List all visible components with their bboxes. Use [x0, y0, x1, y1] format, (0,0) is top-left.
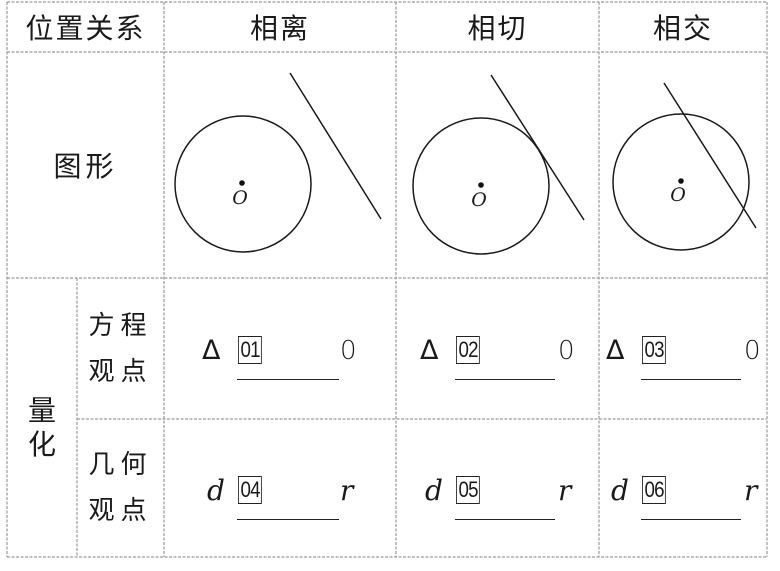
delta-symbol: Δ	[606, 335, 625, 366]
sublabel-equation-line-1: 方程	[88, 310, 153, 341]
row-label-figure: 图形	[7, 52, 164, 278]
answer-blank-02[interactable]: 02	[456, 336, 481, 364]
delta-symbol: Δ	[202, 335, 221, 366]
equation-expr-intersect: Δ 03 0	[606, 333, 766, 380]
sublabel-geometry-view: 几何 观点	[77, 419, 164, 557]
center-point	[678, 178, 684, 184]
center-label: O	[670, 184, 686, 206]
sublabel-geometry-line-2: 观点	[88, 496, 153, 526]
answer-blank-05[interactable]: 05	[456, 476, 481, 504]
header-position-relation-label: 位置关系	[25, 12, 146, 45]
distance-symbol: d	[207, 474, 225, 507]
diagram-line-tangent: O	[412, 74, 585, 255]
zero-symbol: 0	[558, 336, 575, 366]
circle-icon	[412, 117, 550, 255]
center-point	[478, 182, 484, 188]
diagram-line-intersect: O	[612, 82, 757, 251]
equation-expr-separate: Δ 01 0	[202, 333, 362, 380]
answer-underline	[641, 519, 741, 520]
geometry-expr-separate: d 04 r	[207, 473, 367, 520]
delta-symbol: Δ	[420, 335, 439, 366]
answer-underline	[641, 379, 741, 380]
radius-symbol: r	[558, 474, 572, 507]
circle-icon	[612, 113, 750, 251]
answer-underline	[455, 519, 555, 520]
zero-symbol: 0	[744, 336, 761, 366]
row-label-quantify: 量 化	[7, 278, 77, 557]
answer-underline	[237, 519, 339, 520]
circle-icon	[174, 115, 312, 253]
sublabel-equation-view: 方程 观点	[77, 278, 164, 419]
header-tangent: 相切	[396, 2, 599, 52]
radius-symbol: r	[744, 474, 758, 507]
header-position-relation: 位置关系	[7, 2, 164, 52]
line-icon	[490, 74, 585, 221]
line-icon	[663, 82, 757, 229]
zero-symbol: 0	[340, 336, 357, 366]
row-label-quantify-char-2: 化	[27, 427, 56, 461]
diagram-line-separate: O	[174, 72, 382, 253]
geometry-expr-tangent: d 05 r	[425, 473, 585, 520]
radius-symbol: r	[340, 474, 354, 507]
header-tangent-label: 相切	[467, 12, 528, 45]
equation-expr-tangent: Δ 02 0	[420, 333, 580, 380]
sublabel-geometry-line-1: 几何	[88, 450, 153, 480]
center-label: O	[232, 187, 248, 209]
row-label-figure-text: 图形	[53, 150, 118, 183]
answer-blank-01[interactable]: 01	[238, 336, 263, 364]
center-point	[239, 180, 245, 186]
answer-underline	[237, 379, 339, 380]
answer-underline	[455, 379, 555, 380]
distance-symbol: d	[425, 474, 443, 507]
answer-blank-06[interactable]: 06	[642, 476, 667, 504]
row-label-quantify-char-1: 量	[27, 393, 56, 427]
answer-blank-04[interactable]: 04	[238, 476, 263, 504]
answer-blank-03[interactable]: 03	[642, 336, 667, 364]
geometry-expr-intersect: d 06 r	[611, 473, 771, 520]
line-icon	[289, 72, 382, 220]
header-intersect: 相交	[599, 2, 767, 52]
header-intersect-label: 相交	[652, 12, 713, 45]
sublabel-equation-line-2: 观点	[88, 356, 153, 387]
header-separate-label: 相离	[249, 12, 310, 45]
center-label: O	[471, 189, 487, 211]
header-separate: 相离	[164, 2, 396, 52]
distance-symbol: d	[611, 474, 629, 507]
